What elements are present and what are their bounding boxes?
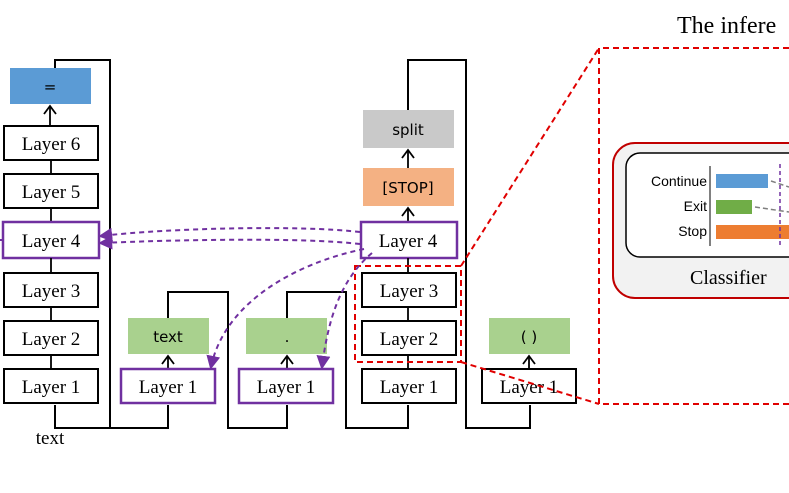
recurrence-loop-2b	[167, 291, 288, 429]
column-1: = Layer 6 Layer 5 Layer 4 Layer 3 Layer …	[1, 59, 111, 449]
classifier-label: Classifier	[690, 267, 767, 289]
arrowhead	[401, 148, 415, 159]
recurrence-loop-2	[110, 405, 169, 429]
bar-exit	[716, 200, 752, 214]
recurrence-loop-4	[407, 59, 531, 429]
token-output-equals	[10, 68, 91, 104]
exit-arrows	[0, 227, 373, 370]
classifier-inner	[625, 152, 789, 258]
layer-1-box	[481, 368, 577, 404]
layer-1-label: Layer 1	[22, 377, 81, 398]
arrow-to-col1-layer4-b	[98, 235, 361, 250]
column-5: ( ) Layer 1	[481, 318, 577, 404]
layer-1-box-exit	[237, 367, 335, 405]
column-2: text Layer 1	[110, 291, 288, 429]
arrow-to-col1-layer4-a	[98, 227, 361, 242]
bar-leader-continue	[770, 180, 789, 188]
layer-2-label: Layer 2	[22, 329, 81, 350]
layer-2-box	[3, 320, 99, 356]
classifier-row-continue: Continue	[651, 173, 707, 189]
token-output-dot	[246, 318, 327, 354]
arrow-to-col3-layer1	[316, 252, 373, 370]
zoom-line-bottom	[460, 361, 600, 405]
layer-2-label: Layer 2	[380, 329, 439, 350]
layer-4-box-exit	[359, 220, 459, 260]
layer-5-label: Layer 5	[22, 182, 81, 203]
recurrence-loop-3	[286, 291, 409, 429]
zoom-line-top	[460, 47, 600, 267]
classifier-row-stop: Stop	[678, 223, 707, 239]
token-parens-label: ( )	[521, 328, 537, 346]
layer-1-label: Layer 1	[139, 377, 198, 398]
column-3: . Layer 1	[237, 291, 409, 429]
layer-3-label: Layer 3	[22, 281, 81, 302]
token-equals-label: =	[44, 78, 57, 96]
token-output-parens	[489, 318, 570, 354]
layer-1-label: Layer 1	[380, 377, 439, 398]
arrow-to-col2-layer1	[206, 248, 365, 370]
zoom-panel-border	[598, 47, 789, 405]
zoom-panel: The infere Continue Exit Stop Classifier	[598, 13, 789, 405]
layer-5-box	[3, 173, 99, 209]
arrowhead	[280, 354, 294, 365]
layer-4-label: Layer 4	[22, 231, 81, 252]
bar-stop	[716, 225, 789, 239]
arrowhead	[43, 104, 57, 115]
token-dot-label: .	[285, 328, 290, 346]
layer-1-label: Layer 1	[500, 377, 559, 398]
token-output-text	[128, 318, 209, 354]
token-split-label: split	[392, 121, 424, 139]
token-text-label: text	[153, 328, 183, 346]
layer-1-box-exit	[119, 367, 217, 405]
layer-1-box	[361, 368, 457, 404]
layer-4-label: Layer 4	[379, 231, 438, 252]
arrowhead	[401, 206, 415, 217]
layer-3-label: Layer 3	[380, 281, 439, 302]
panel-title: The infere	[677, 13, 776, 39]
classifier-row-exit: Exit	[684, 198, 707, 214]
layer-1-box	[3, 368, 99, 404]
bar-leader-exit	[754, 206, 789, 213]
column-4: split [STOP] Layer 4 Layer 3 Layer 2 Lay…	[354, 59, 531, 429]
zoom-region-box	[354, 265, 462, 363]
arrowhead	[522, 354, 536, 365]
layer-6-label: Layer 6	[22, 134, 81, 155]
input-token-text: text	[36, 428, 65, 449]
token-output-split	[363, 110, 454, 148]
layer-3-box	[361, 272, 457, 308]
bar-continue	[716, 174, 768, 188]
token-stop-label: [STOP]	[382, 179, 433, 197]
layer-2-box	[361, 320, 457, 356]
arrowhead	[161, 354, 175, 365]
token-stop	[363, 168, 454, 206]
layer-1-label: Layer 1	[257, 377, 316, 398]
